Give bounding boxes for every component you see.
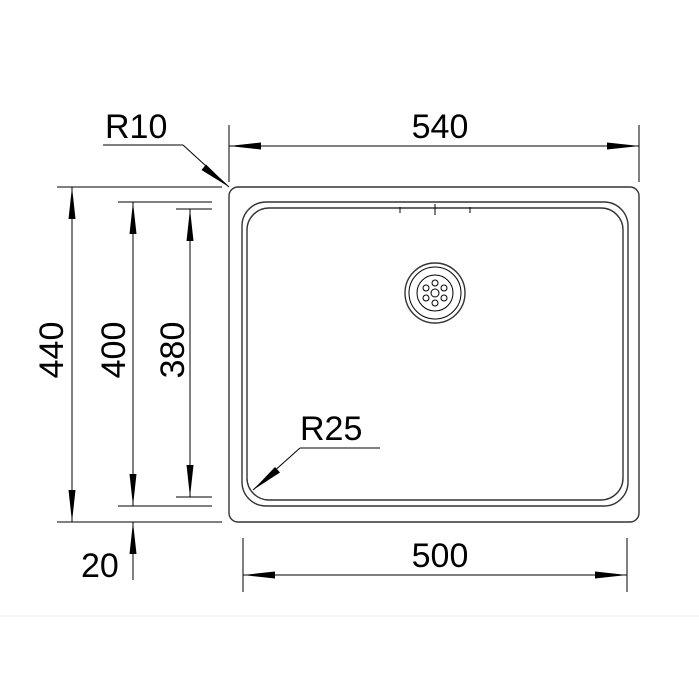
label-380: 380 (154, 322, 192, 379)
label-500: 500 (412, 537, 469, 575)
dimension-inner-width: 500 (242, 537, 628, 592)
label-r10: R10 (105, 108, 167, 146)
label-20: 20 (81, 547, 119, 585)
dimension-inner-depth-380: 380 (154, 209, 194, 497)
sink-bowl-outer (241, 201, 629, 507)
sink-outer-rim (228, 186, 640, 523)
drain-icon (404, 262, 466, 324)
dimension-overall-depth: 440 (33, 187, 76, 522)
label-r25: R25 (300, 410, 362, 448)
label-440: 440 (33, 322, 71, 379)
dimension-inner-depth-400: 400 (95, 202, 137, 506)
leader-inner-radius: R25 (252, 410, 380, 491)
label-400: 400 (95, 322, 133, 379)
overflow-marks (399, 204, 471, 215)
left-extension-lines (57, 186, 222, 523)
label-540: 540 (412, 108, 469, 146)
sink-bowl-inner (246, 207, 624, 501)
leader-outer-radius: R10 (103, 108, 230, 188)
dimension-flange: 20 (81, 522, 137, 585)
dimension-overall-width: 540 (228, 108, 640, 182)
